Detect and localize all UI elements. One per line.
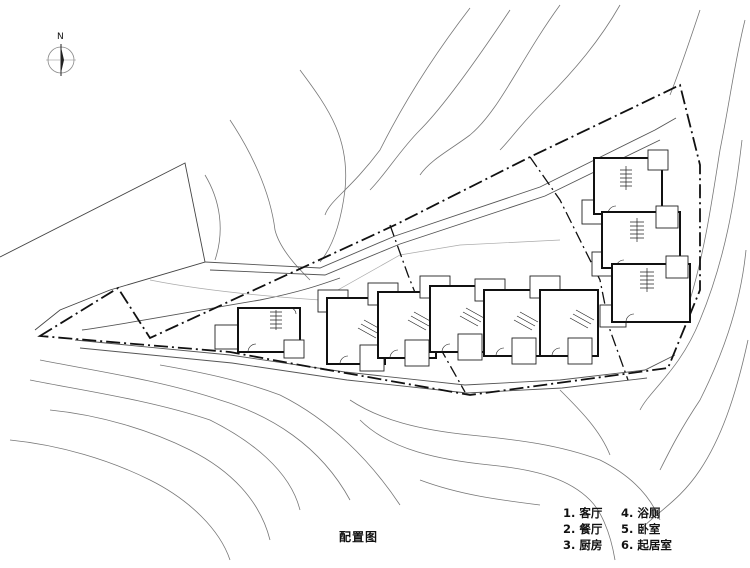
east-house-3	[599, 255, 691, 328]
terrace-house-row	[317, 275, 599, 372]
adjacent-plot	[0, 162, 206, 331]
legend-row: 2. 餐厅 5. 卧室	[563, 521, 679, 537]
terrace-house-3	[419, 275, 489, 361]
legend-row: 3. 厨房 6. 起居室	[563, 537, 679, 553]
legend-item: 3. 厨房	[563, 538, 603, 552]
legend-row: 1. 客厅 4. 浴厕	[563, 505, 679, 521]
terrace-house-5	[529, 275, 599, 365]
figure-caption: 配置图	[339, 530, 379, 544]
contour-lines	[9, 4, 749, 561]
terrace-house-4	[474, 278, 543, 365]
house-cluster-east	[581, 149, 691, 328]
terrace-house-2	[367, 282, 437, 367]
room-legend: 1. 客厅 4. 浴厕 2. 餐厅 5. 卧室 3. 厨房 6. 起居室	[563, 505, 679, 553]
legend-item: 4. 浴厕	[621, 506, 661, 520]
legend-item: 2. 餐厅	[563, 522, 603, 536]
north-label: N	[57, 32, 64, 42]
legend-item: 5. 卧室	[621, 522, 661, 536]
north-arrow-icon	[46, 44, 76, 76]
house-west	[214, 307, 305, 359]
terrace-house-1	[317, 289, 386, 372]
legend-item: 1. 客厅	[563, 506, 603, 520]
legend-item: 6. 起居室	[621, 538, 672, 552]
access-road	[74, 117, 677, 394]
east-house-1	[581, 149, 669, 225]
